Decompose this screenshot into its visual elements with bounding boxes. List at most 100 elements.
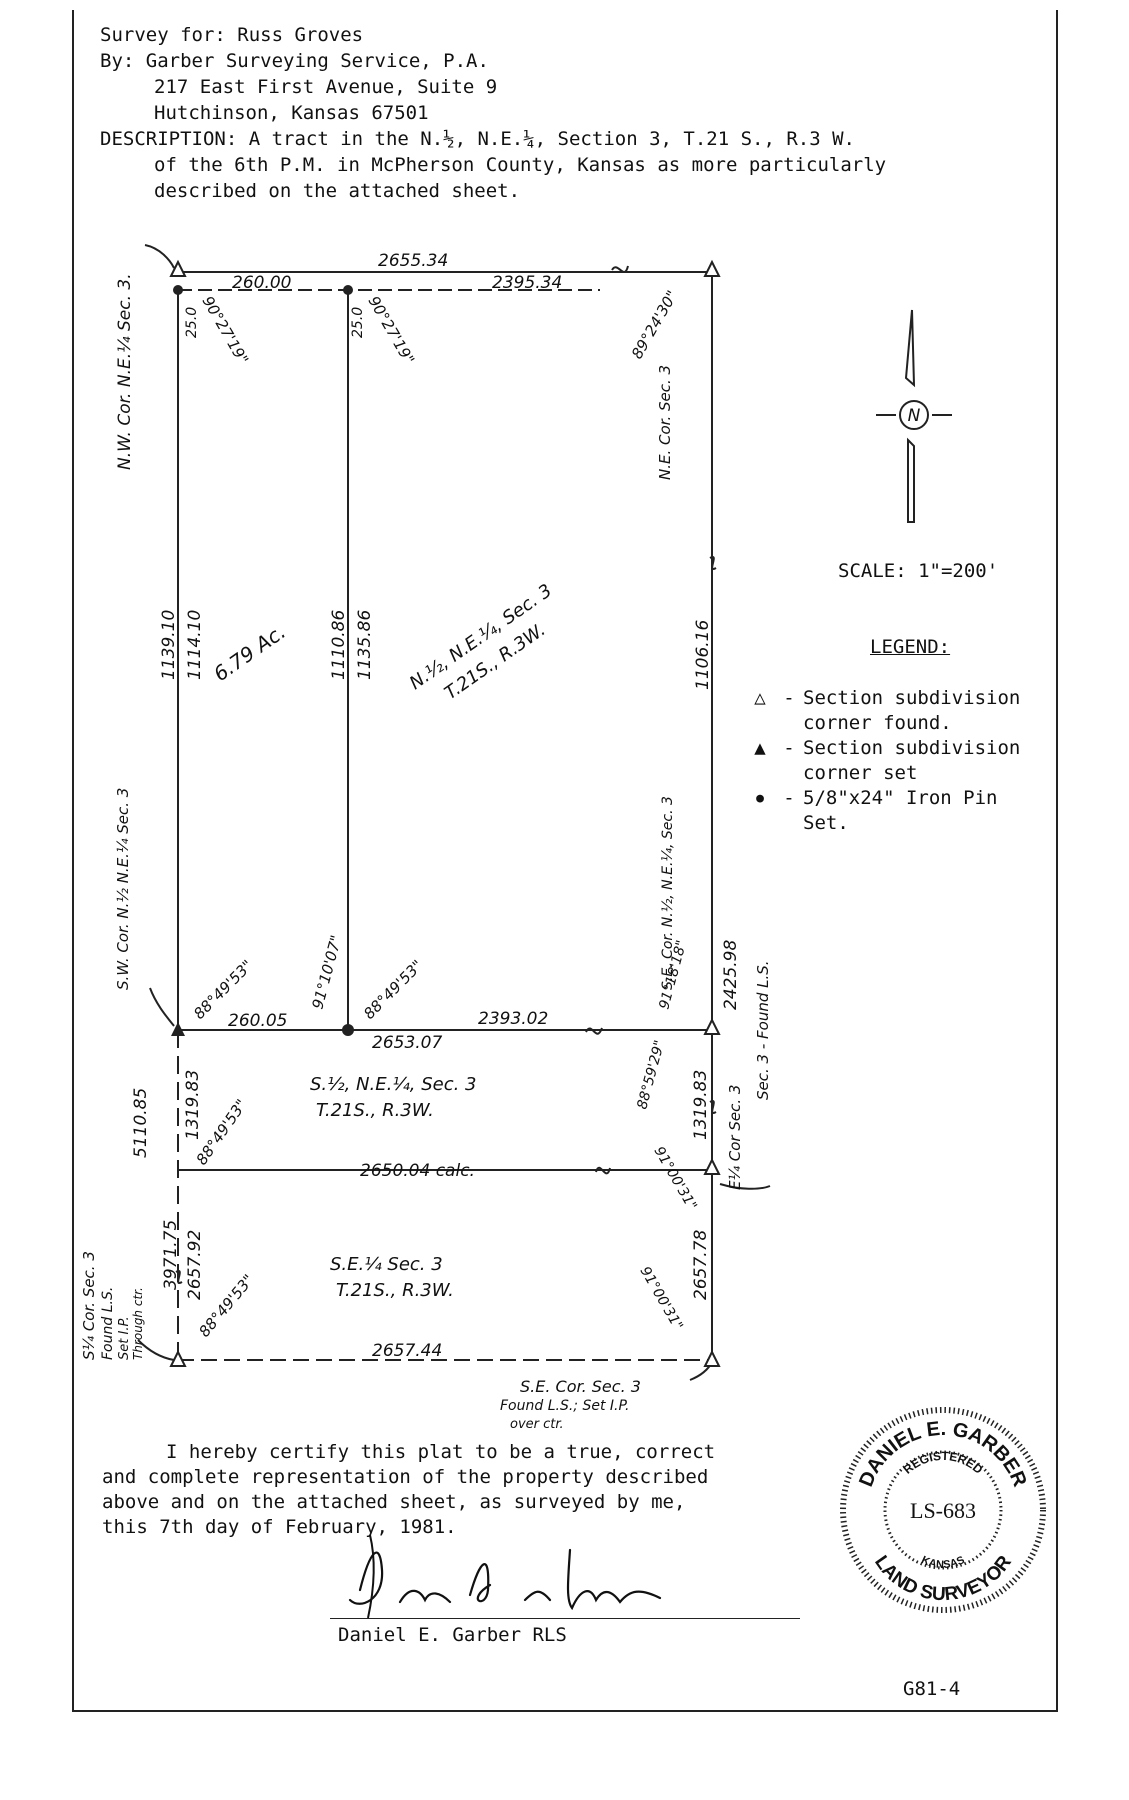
iron-pin-symbol bbox=[342, 1024, 354, 1036]
angle-south-half-right-a: 88°59'29" bbox=[634, 1039, 668, 1111]
angle-top-mid: 90°27'19" bbox=[365, 293, 418, 368]
se-section-corner-c: over ctr. bbox=[510, 1417, 564, 1432]
dim-top-total: 2655.34 bbox=[378, 251, 448, 271]
dim-right-2657: 2657.78 bbox=[691, 1230, 711, 1300]
dim-right-1106: 1106.16 bbox=[693, 620, 713, 690]
legend-item-text: Section subdivision corner found. bbox=[803, 687, 1021, 734]
corner-set-symbol bbox=[171, 1022, 185, 1036]
corner-found-symbol bbox=[169, 1349, 187, 1367]
found-ls-label: Sec. 3 - Found L.S. bbox=[754, 960, 772, 1100]
dim-left-3971: 3971.75 bbox=[161, 1220, 181, 1290]
nw-corner-label: N.W. Cor. N.E.¼ Sec. 3. bbox=[115, 273, 135, 470]
legend-item: ▲ - Section subdivision corner set bbox=[745, 736, 1055, 786]
angle-south-half-right-b: 91°00'31" bbox=[651, 1144, 700, 1213]
corner-found-symbol bbox=[703, 1017, 721, 1035]
certification-line: I hereby certify this plat to be a true,… bbox=[166, 1441, 716, 1463]
signature-line bbox=[330, 1618, 800, 1619]
dim-bottom-total: 2653.07 bbox=[372, 1033, 442, 1053]
leader-sw bbox=[149, 987, 175, 1027]
sw-corner-label: S.W. Cor. N.½ N.E.¼ Sec. 3 bbox=[114, 788, 132, 990]
s-quarter-label-c: Set I.P. bbox=[117, 1316, 132, 1360]
legend-item: △ - Section subdivision corner found. bbox=[745, 686, 1055, 736]
address-street: 217 East First Avenue, Suite 9 bbox=[154, 76, 498, 98]
seal-state: KANSAS bbox=[919, 1554, 966, 1571]
offset-mid: 25.0 bbox=[350, 307, 366, 338]
handwritten-signature bbox=[348, 1534, 662, 1619]
corner-found-legend-icon: △ bbox=[754, 687, 766, 709]
break-mark bbox=[585, 1027, 603, 1035]
dim-right-2425: 2425.98 bbox=[721, 940, 741, 1010]
dim-bottom-left: 260.05 bbox=[228, 1011, 287, 1031]
north-arrow: N bbox=[876, 309, 952, 523]
dim-bottom-right: 2393.02 bbox=[478, 1009, 548, 1029]
legend-item: ● - 5/8"x24" Iron Pin Set. bbox=[745, 786, 1055, 836]
leader-s-quarter bbox=[137, 1339, 175, 1361]
svg-text:REGISTERED: REGISTERED bbox=[901, 1449, 986, 1477]
legend: △ - Section subdivision corner found. ▲ … bbox=[745, 686, 1055, 836]
legend-title: LEGEND: bbox=[870, 636, 951, 658]
scale-label: SCALE: 1"=200' bbox=[838, 560, 999, 582]
dim-left-5110: 5110.85 bbox=[131, 1088, 151, 1158]
description-line-2: of the 6th P.M. in McPherson County, Kan… bbox=[154, 154, 887, 176]
corner-found-symbol bbox=[703, 1349, 721, 1367]
s-quarter-label-a: S¼ Cor. Sec. 3 bbox=[80, 1251, 98, 1360]
legend-item-text: Section subdivision corner set bbox=[803, 737, 1021, 784]
se-quarter-township: T.21S., R.3W. bbox=[336, 1280, 454, 1301]
north-arrow-shaft-top bbox=[904, 309, 916, 388]
se-section-corner-a: S.E. Cor. Sec. 3 bbox=[520, 1377, 641, 1396]
certification-line: this 7th day of February, 1981. bbox=[102, 1516, 457, 1538]
document-id: G81-4 bbox=[903, 1678, 961, 1700]
corner-set-legend-icon: ▲ bbox=[754, 737, 766, 759]
break-mark bbox=[709, 1099, 717, 1115]
se-corner-half-label: S.E. Cor. N.½, N.E.¼, Sec. 3 bbox=[660, 796, 676, 990]
se-section-corner-b: Found L.S.; Set I.P. bbox=[500, 1398, 629, 1414]
surveyor-company: By: Garber Surveying Service, P.A. bbox=[100, 50, 489, 72]
certification-line: above and on the attached sheet, as surv… bbox=[102, 1491, 686, 1513]
break-mark bbox=[175, 1269, 183, 1285]
north-arrow-circle bbox=[899, 400, 929, 430]
break-mark bbox=[611, 265, 629, 273]
dim-right-1319: 1319.83 bbox=[691, 1070, 711, 1140]
e-quarter-corner-label: E¼ Cor Sec. 3 bbox=[726, 1085, 744, 1190]
corner-found-symbol bbox=[169, 259, 187, 277]
page-border bbox=[72, 10, 1058, 1712]
address-city: Hutchinson, Kansas 67501 bbox=[154, 102, 429, 124]
s-quarter-label-b: Found L.S. bbox=[100, 1287, 116, 1360]
svg-text:KANSAS: KANSAS bbox=[919, 1554, 966, 1571]
south-half-label: S.½, N.E.¼, Sec. 3 bbox=[310, 1074, 477, 1095]
leader-nw bbox=[144, 244, 175, 269]
corner-found-symbol bbox=[703, 1157, 721, 1175]
offset-left: 25.0 bbox=[184, 307, 200, 338]
certification-line: and complete representation of the prope… bbox=[102, 1466, 709, 1488]
seal-license: LS-683 bbox=[910, 1498, 976, 1523]
seal-registered: REGISTERED bbox=[901, 1449, 986, 1477]
angle-top-left: 90°27'19" bbox=[199, 293, 252, 368]
description-line-1: DESCRIPTION: A tract in the N.½, N.E.¼, … bbox=[100, 128, 855, 150]
dim-left-2657: 2657.92 bbox=[185, 1230, 205, 1300]
ne-corner-label: N.E. Cor. Sec. 3 bbox=[656, 365, 674, 480]
angle-se-right: 91°00'31" bbox=[637, 1264, 686, 1333]
south-half-township: T.21S., R.3W. bbox=[316, 1100, 434, 1121]
corner-found-symbol bbox=[703, 259, 721, 277]
dim-top-right: 2395.34 bbox=[492, 273, 562, 293]
dim-mid-1110: 1110.86 bbox=[329, 610, 349, 680]
surveyor-name: Daniel E. Garber RLS bbox=[338, 1624, 567, 1646]
certification: I hereby certify this plat to be a true,… bbox=[102, 1440, 802, 1540]
iron-pin-legend-icon: ● bbox=[756, 791, 764, 806]
break-mark bbox=[709, 555, 717, 571]
dim-left-1319: 1319.83 bbox=[183, 1070, 203, 1140]
angle-mid-bottom-b: 88°49'53" bbox=[360, 957, 426, 1023]
leader-e-quarter bbox=[719, 1183, 771, 1190]
dim-mid-1135: 1135.86 bbox=[355, 610, 375, 680]
surveyor-seal: DANIEL E. GARBER LAND SURVEYOR REGISTERE… bbox=[840, 1407, 1046, 1613]
se-quarter-label: S.E.¼ Sec. 3 bbox=[330, 1254, 443, 1275]
dim-top-left: 260.00 bbox=[232, 273, 291, 293]
dim-left-1139: 1139.10 bbox=[159, 610, 179, 680]
break-mark bbox=[595, 1166, 611, 1175]
acreage-label: 6.79 Ac. bbox=[209, 619, 290, 686]
s-quarter-label-d: Through ctr. bbox=[131, 1287, 145, 1360]
north-letter: N bbox=[908, 406, 921, 426]
iron-pin-symbol bbox=[343, 285, 353, 295]
legend-item-text: 5/8"x24" Iron Pin Set. bbox=[803, 787, 998, 834]
